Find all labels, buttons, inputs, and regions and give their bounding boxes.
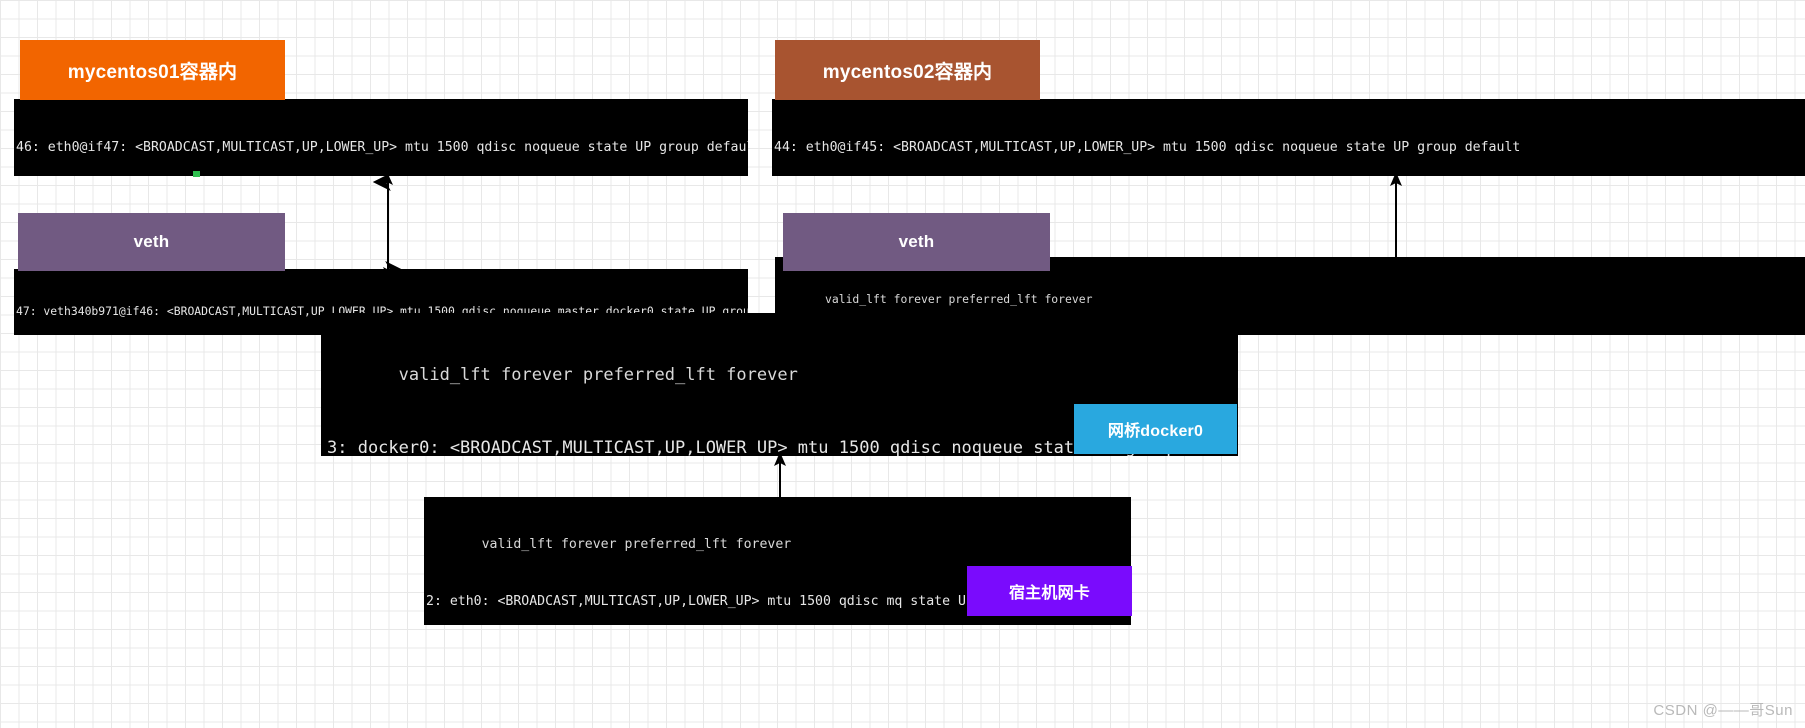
label-bridge-docker0: 网桥docker0 bbox=[1074, 404, 1237, 454]
terminal-line-prev: valid_lft forever preferred_lft forever bbox=[327, 365, 798, 386]
watermark: CSDN @——哥Sun bbox=[1653, 702, 1793, 719]
label-bridge-docker0-text: 网桥docker0 bbox=[1107, 423, 1204, 440]
label-container01: mycentos01容器内 bbox=[20, 40, 285, 100]
terminal-cursor-artifact bbox=[193, 171, 200, 177]
terminal-line-prev: valid_lft forever preferred_lft forever bbox=[777, 292, 1093, 307]
terminal-line: 44: eth0@if45: <BROADCAST,MULTICAST,UP,L… bbox=[774, 140, 1521, 156]
terminal-line: 46: eth0@if47: <BROADCAST,MULTICAST,UP,L… bbox=[16, 140, 748, 156]
label-veth-right: veth bbox=[783, 213, 1050, 271]
label-container02: mycentos02容器内 bbox=[775, 40, 1040, 100]
label-container01-text: mycentos01容器内 bbox=[67, 61, 238, 83]
link-container02-to-veth-right-icon bbox=[1390, 172, 1402, 272]
label-veth-right-text: veth bbox=[898, 232, 935, 251]
terminal-line-prev: valid_lft forever preferred_lft forever bbox=[426, 537, 792, 553]
label-container02-text: mycentos02容器内 bbox=[822, 61, 993, 83]
link-host-eth0-to-docker0-icon bbox=[774, 452, 786, 514]
terminal-container01-eth0: 46: eth0@if47: <BROADCAST,MULTICAST,UP,L… bbox=[14, 99, 748, 176]
label-veth-left-text: veth bbox=[133, 232, 170, 251]
link-container01-to-veth-left-icon bbox=[372, 173, 404, 279]
terminal-container02-eth0: 44: eth0@if45: <BROADCAST,MULTICAST,UP,L… bbox=[772, 99, 1805, 176]
label-veth-left: veth bbox=[18, 213, 285, 271]
label-host-nic: 宿主机网卡 bbox=[967, 566, 1132, 616]
label-host-nic-text: 宿主机网卡 bbox=[1008, 585, 1090, 602]
